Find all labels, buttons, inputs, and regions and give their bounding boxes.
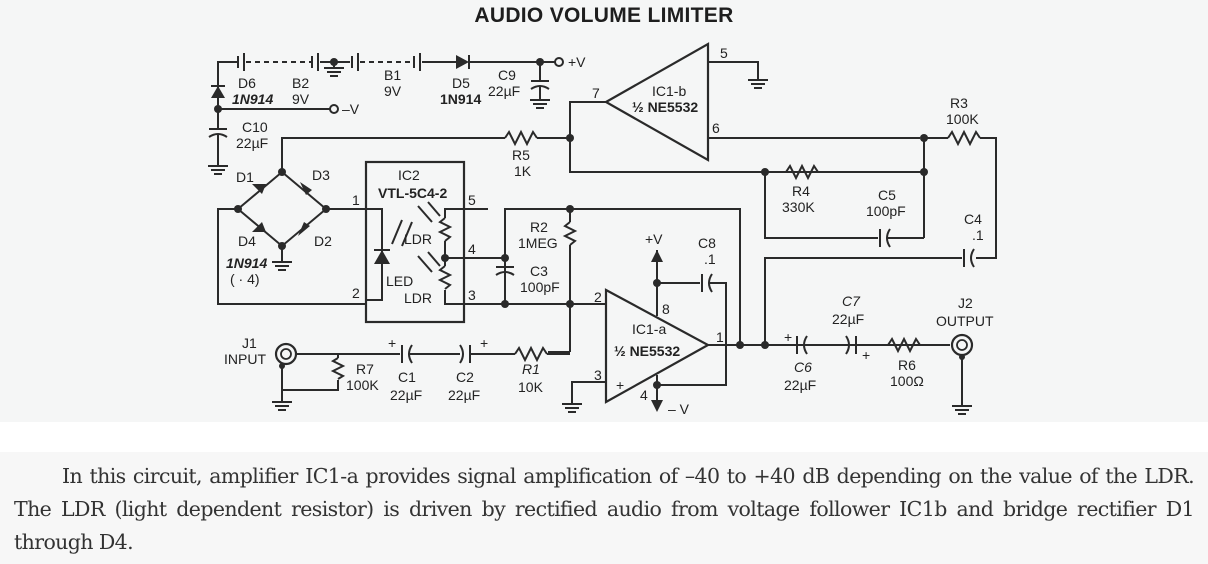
c6-ref: C6 xyxy=(794,359,812,375)
caption-text: In this circuit, amplifier IC1-a provide… xyxy=(14,464,1195,554)
c7-ref: C7 xyxy=(842,293,861,309)
c3-ref: C3 xyxy=(530,263,548,279)
r1-ref: R1 xyxy=(522,361,540,377)
feedback-network xyxy=(761,129,997,345)
pos-supply-label: +V xyxy=(568,54,586,70)
ic1a-pin3: 3 xyxy=(594,367,602,383)
d5-ref: D5 xyxy=(452,75,470,91)
c2-ref: C2 xyxy=(456,369,474,385)
r2-ref: R2 xyxy=(530,219,548,235)
diagram-area xyxy=(0,0,1208,422)
c5-value: 100pF xyxy=(866,203,906,219)
output-section xyxy=(786,333,974,415)
d2-ref: D2 xyxy=(314,233,332,249)
d4-value: 1N914 xyxy=(226,255,267,271)
c6-value: 22µF xyxy=(784,377,816,393)
c1-plus: + xyxy=(388,335,396,351)
d6-value: 1N914 xyxy=(232,91,273,107)
d5-value: 1N914 xyxy=(440,91,481,107)
ic2-pin3: 3 xyxy=(468,287,476,303)
c2-plus: + xyxy=(480,335,488,351)
ic2-pin5: 5 xyxy=(468,192,476,208)
c5-ref: C5 xyxy=(878,187,896,203)
ic2-value: VTL-5C4-2 xyxy=(378,185,447,201)
c8-ref: C8 xyxy=(698,235,716,251)
r4-ref: R4 xyxy=(792,183,810,199)
r2-value: 1MEG xyxy=(518,235,558,251)
ic2-pin2: 2 xyxy=(352,285,360,301)
caption-box: In this circuit, amplifier IC1-a provide… xyxy=(0,452,1208,564)
led-label: LED xyxy=(386,273,413,289)
c2-value: 22µF xyxy=(448,387,480,403)
b1-value: 9V xyxy=(384,83,402,99)
ic2-ref: IC2 xyxy=(398,167,420,183)
r6-value: 100Ω xyxy=(890,373,924,389)
c10-value: 22µF xyxy=(236,135,268,151)
r5-value: 1K xyxy=(514,163,532,179)
j2-label: OUTPUT xyxy=(936,313,994,329)
ic2-pin1: 1 xyxy=(352,192,360,208)
c1-ref: C1 xyxy=(398,369,416,385)
ic1b-opamp xyxy=(281,42,920,173)
ic1b-pin5: 5 xyxy=(720,45,728,61)
c1-value: 22µF xyxy=(390,387,422,403)
c9-ref: C9 xyxy=(498,67,516,83)
r7-ref: R7 xyxy=(356,361,374,377)
ic2-optocoupler xyxy=(364,160,570,324)
j1-ref: J1 xyxy=(242,335,257,351)
input-section xyxy=(271,342,570,411)
c7-value: 22µF xyxy=(832,311,864,327)
ic1a-value: ½ NE5532 xyxy=(614,343,680,359)
ldr-lower-label: LDR xyxy=(404,290,432,306)
c8-value: .1 xyxy=(704,251,716,267)
j1-label: INPUT xyxy=(224,351,266,367)
d6-ref: D6 xyxy=(238,75,256,91)
ic1b-pin6: 6 xyxy=(712,120,720,136)
r2-c3-network xyxy=(495,205,741,352)
bridge-rectifier xyxy=(217,168,365,305)
r7-value: 100K xyxy=(346,377,379,393)
r1-value: 10K xyxy=(518,379,544,395)
r3-value: 100K xyxy=(946,111,979,127)
b2-ref: B2 xyxy=(292,75,309,91)
b2-value: 9V xyxy=(292,91,310,107)
ic1a-pin8: 8 xyxy=(662,301,670,317)
b1-ref: B1 xyxy=(384,67,401,83)
j2-ref: J2 xyxy=(958,295,973,311)
neg-supply-label: –V xyxy=(342,101,360,117)
d3-ref: D3 xyxy=(312,167,330,183)
ic1a-opamp xyxy=(548,250,920,413)
ic1a-pin2: 2 xyxy=(594,289,602,305)
schematic: D6 1N914 B2 9V B1 9V D5 1N914 C9 22µF +V… xyxy=(207,42,997,417)
c3-value: 100pF xyxy=(520,279,560,295)
c6-plus: + xyxy=(784,329,792,345)
ic1a-vminus-label: – V xyxy=(668,401,690,417)
c10-ref: C10 xyxy=(242,119,268,135)
c4-ref: C4 xyxy=(964,211,982,227)
c4-value: .1 xyxy=(972,227,984,243)
ic1a-plus-sign: + xyxy=(616,377,624,393)
d1-ref: D1 xyxy=(236,169,254,185)
battery-supply-row xyxy=(207,53,564,175)
c7-plus: + xyxy=(862,347,870,363)
r4-value: 330K xyxy=(782,199,815,215)
d4-ref: D4 xyxy=(238,233,256,249)
ic1a-vplus-label: +V xyxy=(645,231,663,247)
ic2-pin4: 4 xyxy=(468,241,476,257)
ic1b-pin7: 7 xyxy=(592,85,600,101)
ic1b-value: ½ NE5532 xyxy=(632,99,698,115)
r3-ref: R3 xyxy=(950,95,968,111)
ic1b-ref: IC1-b xyxy=(652,83,686,99)
diagram-title: AUDIO VOLUME LIMITER xyxy=(474,4,734,27)
ic1a-pin1: 1 xyxy=(716,329,724,345)
d4-note: ( · 4) xyxy=(230,271,260,287)
r6-ref: R6 xyxy=(898,357,916,373)
ic1a-ref: IC1-a xyxy=(632,321,666,337)
c9-value: 22µF xyxy=(488,83,520,99)
r5-ref: R5 xyxy=(512,147,530,163)
ldr-upper-label: LDR xyxy=(404,231,432,247)
ic1a-pin4: 4 xyxy=(640,387,648,403)
